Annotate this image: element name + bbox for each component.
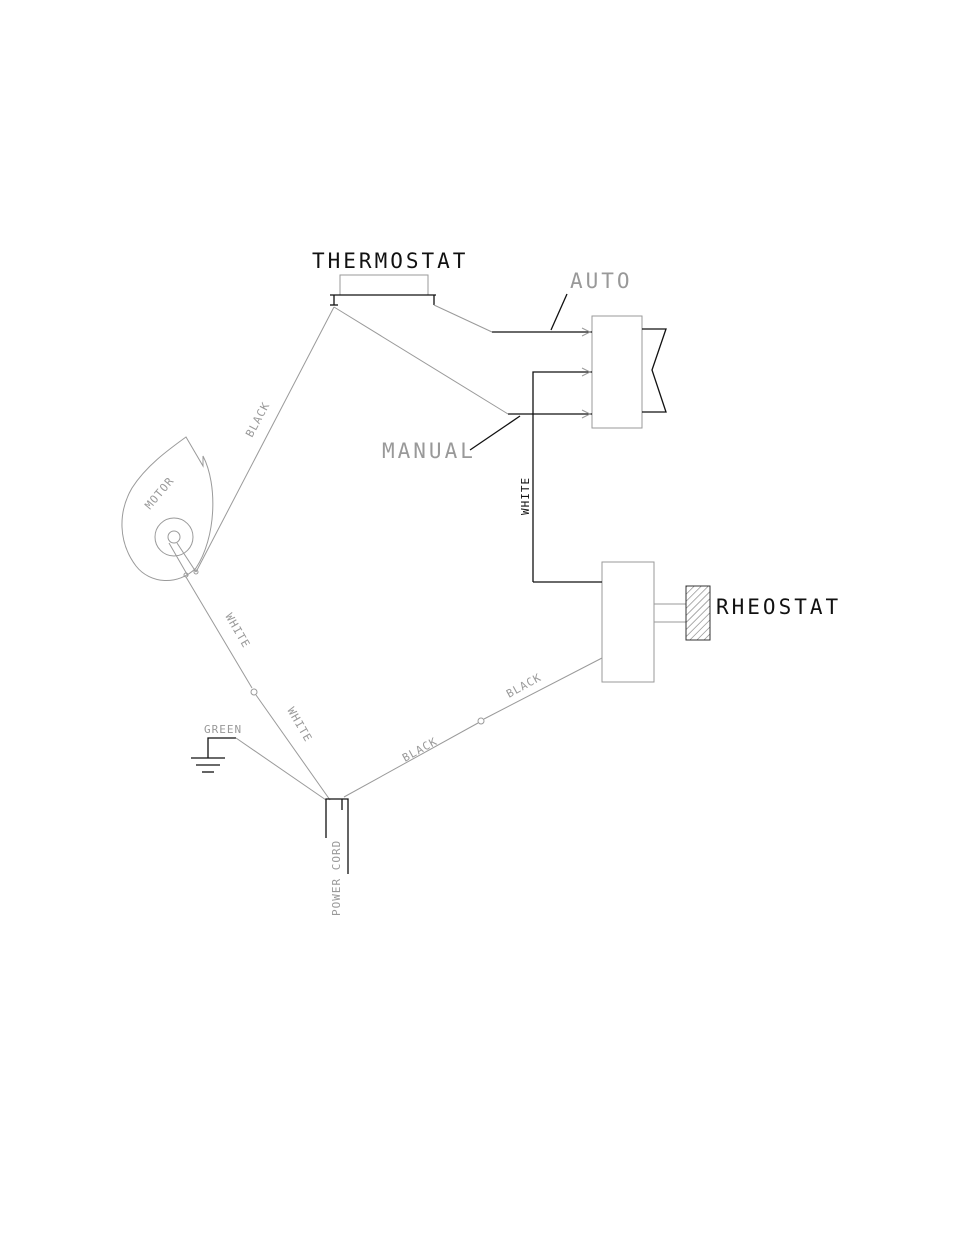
- splice-black: [478, 718, 484, 724]
- wire-thermostat-manual: [334, 307, 508, 414]
- ground-symbol-label: GREEN: [204, 723, 242, 736]
- selector-switch: AUTO MANUAL WHITE: [382, 269, 666, 582]
- manual-leader: [470, 416, 520, 450]
- white-lower-label: WHITE: [284, 705, 314, 745]
- splice-white: [251, 689, 257, 695]
- thermostat-label: THERMOSTAT: [312, 249, 468, 273]
- power-cord-label: POWER CORD: [330, 840, 343, 916]
- rheostat-knob: [686, 586, 710, 640]
- wire-green: [236, 738, 326, 800]
- wire-thermostat-auto: [434, 305, 492, 332]
- motor-housing: [122, 437, 213, 581]
- motor-label: MOTOR: [142, 474, 176, 512]
- wire-black-upper: [484, 658, 602, 719]
- ground-lead: [208, 738, 236, 758]
- wire-black-motor: [196, 307, 334, 572]
- black-upper-label: BLACK: [504, 671, 544, 701]
- power-cord: POWER CORD: [326, 799, 348, 916]
- rheostat-body: [602, 562, 654, 682]
- auto-label: AUTO: [570, 269, 633, 293]
- motor-rotor: [155, 518, 193, 556]
- manual-label: MANUAL: [382, 439, 476, 463]
- motor-shaft: [168, 531, 180, 543]
- auto-leader: [551, 294, 567, 330]
- thermostat-body: [340, 275, 428, 295]
- white-vertical-label: WHITE: [519, 477, 532, 515]
- thermostat: THERMOSTAT: [312, 249, 468, 305]
- motor: MOTOR: [122, 437, 213, 581]
- white-upper-label: WHITE: [222, 611, 252, 651]
- rheostat: RHEOSTAT: [533, 562, 841, 682]
- black-lower-label: BLACK: [400, 735, 440, 765]
- wire-white-vertical: [533, 372, 592, 582]
- rheostat-label: RHEOSTAT: [716, 595, 841, 619]
- switch-plug: [642, 329, 666, 412]
- switch-body: [592, 316, 642, 428]
